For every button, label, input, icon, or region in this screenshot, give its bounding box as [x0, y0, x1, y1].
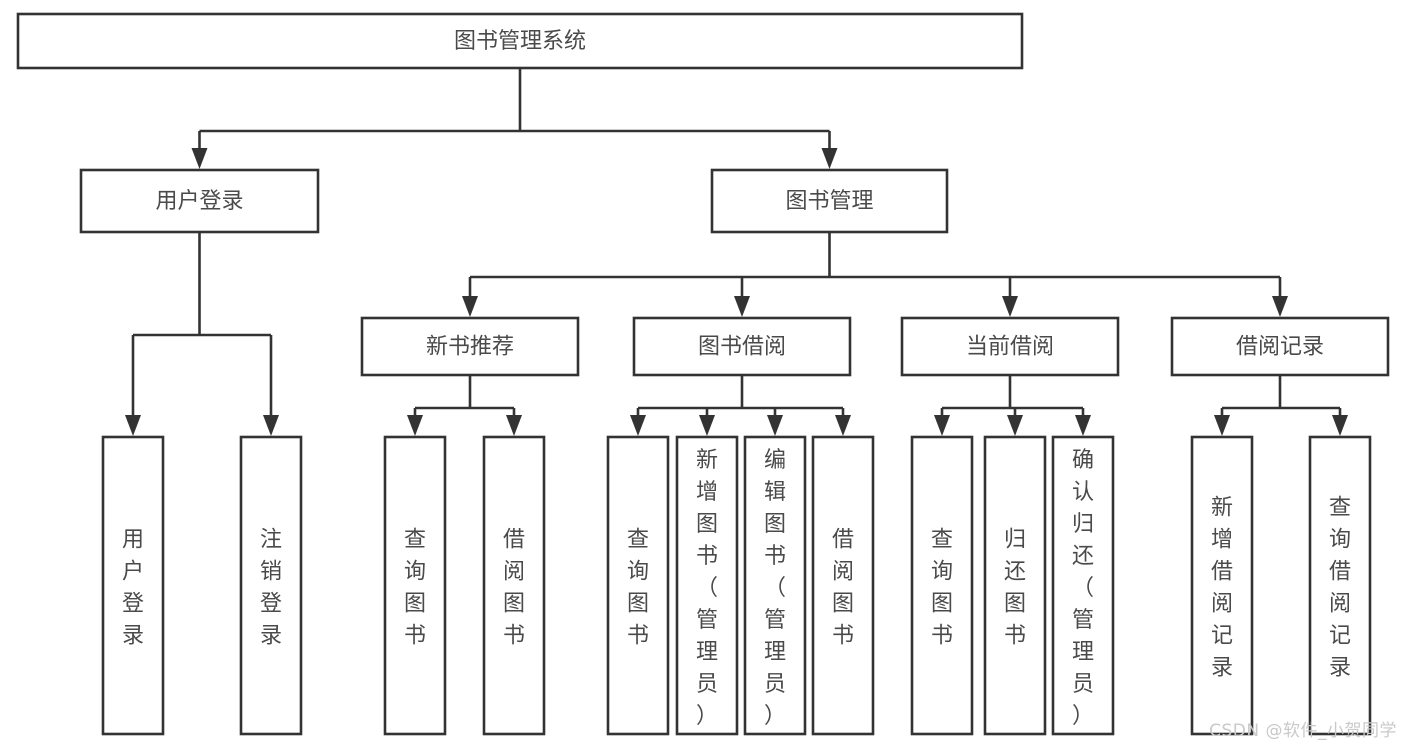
connector-layer: [125, 68, 1348, 436]
node-label: 查询图书: [627, 527, 649, 648]
node-label: 确认归还（管理员）: [1072, 448, 1094, 729]
node-layer: 图书管理系统用户登录图书管理新书推荐图书借阅当前借阅借阅记录用户登录注销登录查询…: [16, 12, 1390, 736]
node-leaf12[interactable]: 新增借阅记录: [1190, 435, 1254, 736]
node-box: [743, 435, 807, 736]
node-leaf8[interactable]: 借阅图书: [811, 435, 875, 736]
connector-group-current: [934, 375, 1091, 436]
arrow-head-icon: [1007, 415, 1023, 436]
node-box: [383, 435, 447, 736]
node-label: 查询图书: [931, 527, 953, 648]
node-label: 查询借阅记录: [1329, 495, 1351, 680]
node-root[interactable]: 图书管理系统: [16, 12, 1024, 70]
node-label: 当前借阅: [966, 335, 1054, 360]
arrow-head-icon: [1272, 296, 1288, 317]
node-box: [1051, 435, 1115, 736]
node-label: 用户登录: [155, 189, 243, 214]
node-box: [360, 316, 580, 377]
node-bookmgmt[interactable]: 图书管理: [710, 168, 949, 234]
node-box: [710, 168, 949, 234]
node-box: [983, 435, 1047, 736]
arrow-head-icon: [734, 296, 750, 317]
node-label: 查询图书: [404, 527, 426, 648]
connector-group-bookmgmt: [462, 232, 1288, 317]
node-box: [79, 168, 320, 234]
node-leaf4[interactable]: 借阅图书: [482, 435, 546, 736]
node-current[interactable]: 当前借阅: [900, 316, 1120, 377]
node-leaf2[interactable]: 注销登录: [239, 435, 303, 736]
arrow-head-icon: [821, 148, 838, 169]
arrow-head-icon: [407, 415, 423, 436]
arrow-head-icon: [1002, 296, 1018, 317]
node-leaf6[interactable]: 新增图书（管理员）: [675, 435, 739, 736]
node-leaf7[interactable]: 编辑图书（管理员）: [743, 435, 807, 736]
arrow-head-icon: [934, 415, 950, 436]
node-box: [1190, 435, 1254, 736]
node-box: [910, 435, 974, 736]
node-box: [482, 435, 546, 736]
connector-group-borrow: [630, 375, 851, 436]
node-leaf1[interactable]: 用户登录: [101, 435, 165, 736]
connector-group-record: [1214, 375, 1348, 436]
node-label: 图书管理: [785, 189, 873, 214]
arrow-head-icon: [630, 415, 646, 436]
node-label: 新增图书（管理员）: [696, 448, 718, 729]
node-label: 注销登录: [260, 527, 282, 648]
node-box: [239, 435, 303, 736]
arrow-head-icon: [1332, 415, 1348, 436]
node-label: 图书管理系统: [454, 29, 586, 54]
node-box: [811, 435, 875, 736]
arrow-head-icon: [1075, 415, 1091, 436]
node-label: 图书借阅: [698, 335, 786, 360]
node-leaf3[interactable]: 查询图书: [383, 435, 447, 736]
node-login[interactable]: 用户登录: [79, 168, 320, 234]
node-leaf10[interactable]: 归还图书: [983, 435, 1047, 736]
node-label: 归还图书: [1004, 527, 1026, 648]
node-label: 用户登录: [122, 527, 144, 648]
node-borrow[interactable]: 图书借阅: [632, 316, 852, 377]
arrow-head-icon: [263, 415, 279, 436]
arrow-head-icon: [506, 415, 522, 436]
connector-group-login: [125, 232, 279, 436]
node-box: [1170, 316, 1390, 377]
arrow-head-icon: [191, 148, 208, 169]
node-box: [16, 12, 1024, 70]
node-label: 编辑图书（管理员）: [764, 448, 786, 729]
connector-group-root: [191, 68, 838, 169]
node-label: 借阅记录: [1236, 335, 1324, 360]
node-box: [632, 316, 852, 377]
node-box: [606, 435, 670, 736]
node-box: [675, 435, 739, 736]
arrow-head-icon: [125, 415, 141, 436]
arrow-head-icon: [462, 296, 478, 317]
node-leaf9[interactable]: 查询图书: [910, 435, 974, 736]
watermark: CSDN @软件_小贺同学: [1209, 721, 1397, 741]
connector-group-newbook: [407, 375, 522, 436]
node-label: 借阅图书: [832, 527, 854, 648]
node-label: 新书推荐: [426, 335, 514, 360]
node-leaf11[interactable]: 确认归还（管理员）: [1051, 435, 1115, 736]
node-box: [1308, 435, 1372, 736]
node-newbook[interactable]: 新书推荐: [360, 316, 580, 377]
arrow-head-icon: [699, 415, 715, 436]
node-leaf5[interactable]: 查询图书: [606, 435, 670, 736]
arrow-head-icon: [767, 415, 783, 436]
arrow-head-icon: [835, 415, 851, 436]
node-box: [101, 435, 165, 736]
node-leaf13[interactable]: 查询借阅记录: [1308, 435, 1372, 736]
node-label: 借阅图书: [503, 527, 525, 648]
node-record[interactable]: 借阅记录: [1170, 316, 1390, 377]
arrow-head-icon: [1214, 415, 1230, 436]
node-box: [900, 316, 1120, 377]
node-label: 新增借阅记录: [1211, 495, 1233, 680]
